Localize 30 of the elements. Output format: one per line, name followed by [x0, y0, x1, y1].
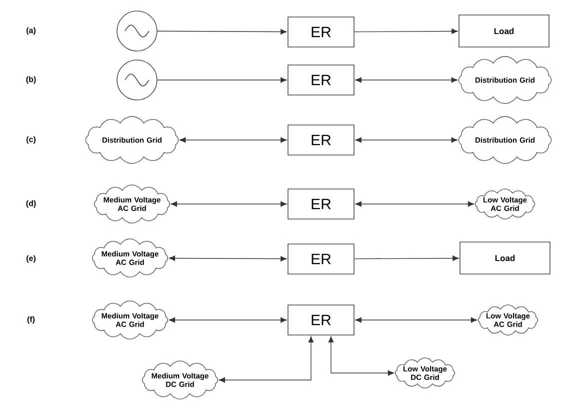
load-box: Load — [458, 14, 550, 48]
arrow — [170, 201, 287, 207]
er-box: ER — [288, 124, 354, 156]
er-box: ER — [288, 16, 354, 48]
er-box: ER — [288, 188, 354, 220]
ac-source-symbol — [116, 60, 158, 100]
er-box: ER — [288, 304, 354, 336]
arrow — [355, 201, 474, 207]
arrow — [328, 336, 394, 376]
row-label: (e) — [26, 255, 36, 263]
arrow — [157, 29, 287, 34]
arrow — [157, 77, 287, 83]
er-box: ER — [288, 64, 354, 96]
arrow — [355, 317, 477, 323]
arrow — [168, 256, 287, 262]
ac-source-symbol — [116, 10, 158, 52]
arrow — [355, 137, 458, 143]
arrow — [355, 77, 458, 83]
arrow — [168, 317, 287, 323]
er-box: ER — [288, 244, 354, 274]
row-label: (a) — [26, 27, 36, 35]
row-label: (c) — [26, 136, 36, 144]
row-label: (d) — [26, 200, 36, 208]
row-label: (b) — [26, 76, 36, 84]
arrow — [180, 137, 287, 143]
arrow — [218, 336, 314, 383]
arrow — [354, 256, 459, 261]
load-box: Load — [460, 242, 550, 274]
row-label: (f) — [27, 316, 35, 324]
arrow — [354, 28, 458, 34]
